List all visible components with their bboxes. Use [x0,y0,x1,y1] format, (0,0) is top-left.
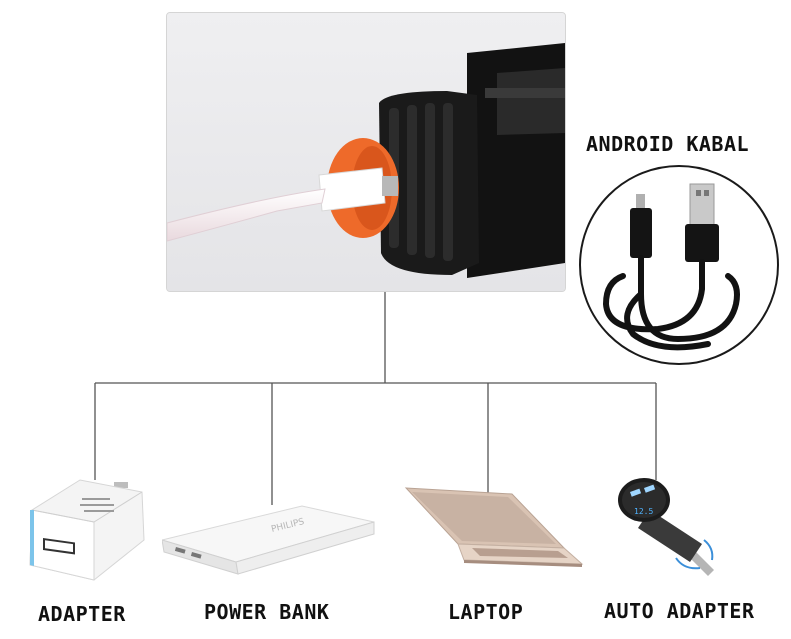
flashlight-illustration [167,13,565,291]
device-label-power-bank: POWER BANK [204,600,330,624]
laptop-image [404,487,584,567]
device-label-auto-adapter: AUTO ADAPTER [604,599,755,623]
device-label-adapter: ADAPTER [38,602,126,626]
cable-loops [602,255,740,351]
power-bank-image: PHILIPS [162,505,375,575]
car-adapter-image: 12.5 [618,478,714,576]
usb-a-tip [689,183,715,227]
product-photo [166,12,566,292]
micro-usb-plug [630,208,652,258]
svg-text:12.5: 12.5 [634,507,653,516]
usb-plug [318,167,386,212]
android-cable-label: ANDROID KABAL [586,132,750,156]
usb-cable [167,188,326,242]
device-label-laptop: LAPTOP [448,600,524,624]
usb-a-plug [685,224,719,262]
micro-usb-tip [636,194,645,208]
wall-adapter-image [29,479,145,581]
android-cable-photo [579,165,779,365]
